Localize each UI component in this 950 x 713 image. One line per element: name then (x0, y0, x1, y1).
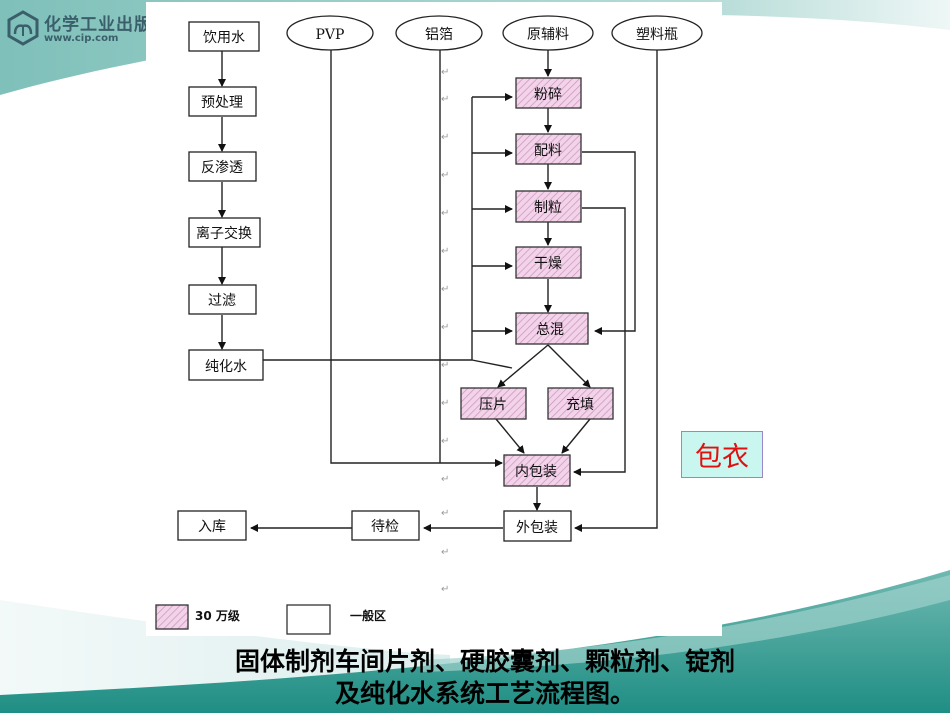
step-tablet-pressing-label: 压片 (479, 397, 507, 413)
source-foil: 铝箔 (395, 15, 483, 51)
paragraph-mark: ↵ (441, 360, 449, 371)
paragraph-mark: ↵ (441, 94, 449, 105)
source-plastic-bottle: 塑料瓶 (611, 15, 703, 51)
step-filtration-label: 过滤 (208, 293, 236, 309)
step-purified-water-label: 纯化水 (205, 359, 247, 375)
step-inspection-pending-label: 待检 (371, 519, 399, 535)
legend-clean-zone-label: 30 万级 (195, 608, 240, 623)
legend-general-zone: 一般区 (286, 604, 386, 635)
step-ion-exchange: 离子交换 (188, 217, 261, 248)
coating-label-box: 包衣 (681, 431, 763, 478)
step-reverse-osmosis-label: 反渗透 (201, 160, 243, 176)
bottom-teal-wave (0, 570, 950, 713)
paragraph-mark: ↵ (441, 67, 449, 78)
step-granulation-label: 制粒 (534, 200, 562, 216)
step-filtration: 过滤 (188, 284, 257, 315)
step-drinking-water-label: 饮用水 (203, 30, 245, 46)
caption-line-2: 及纯化水系统工艺流程图。 (334, 679, 635, 708)
paragraph-marks: ↵ ↵ ↵ ↵ ↵ ↵ ↵ ↵ ↵ ↵ ↵ ↵ ↵ ↵ ↵ (441, 67, 449, 595)
step-crushing: 粉碎 (515, 77, 582, 109)
coating-label: 包衣 (695, 442, 749, 473)
figure-caption: 固体制剂车间片剂、硬胶囊剂、颗粒剂、锭剂 及纯化水系统工艺流程图。 (120, 646, 850, 710)
step-warehousing: 入库 (177, 510, 247, 541)
step-warehousing-label: 入库 (198, 519, 226, 535)
legend: 30 万级 一般区 (155, 604, 386, 635)
step-inner-packaging: 内包装 (503, 454, 571, 487)
step-pretreatment: 预处理 (188, 86, 257, 117)
step-batching-label: 配料 (534, 143, 562, 159)
source-foil-label: 铝箔 (425, 27, 453, 43)
legend-general-zone-label: 一般区 (350, 608, 386, 623)
source-raw-materials: 原辅料 (502, 15, 594, 51)
step-outer-packaging: 外包装 (503, 510, 572, 542)
step-drying-label: 干燥 (534, 256, 562, 272)
paragraph-mark: ↵ (441, 508, 449, 519)
legend-clean-zone: 30 万级 (155, 604, 240, 630)
paragraph-mark: ↵ (441, 208, 449, 219)
step-inspection-pending: 待检 (351, 510, 420, 541)
paragraph-mark: ↵ (441, 170, 449, 181)
bottom-teal-highlight (420, 575, 950, 672)
step-ion-exchange-label: 离子交换 (196, 225, 252, 242)
step-inner-packaging-label: 内包装 (515, 464, 557, 480)
step-capsule-filling: 充填 (547, 387, 614, 420)
step-reverse-osmosis: 反渗透 (188, 151, 257, 182)
source-raw-label: 原辅料 (527, 27, 569, 43)
paragraph-mark: ↵ (441, 547, 449, 558)
step-drying: 干燥 (515, 246, 582, 279)
paragraph-mark: ↵ (441, 246, 449, 257)
publisher-url: www.cip.com (44, 33, 119, 44)
step-outer-packaging-label: 外包装 (516, 520, 558, 536)
step-tablet-pressing: 压片 (460, 387, 527, 420)
caption-line-1: 固体制剂车间片剂、硬胶囊剂、颗粒剂、锭剂 (234, 647, 735, 676)
step-final-blending-label: 总混 (536, 322, 564, 338)
step-final-blending: 总混 (515, 312, 589, 345)
paragraph-mark: ↵ (441, 584, 449, 595)
step-crushing-label: 粉碎 (534, 87, 562, 103)
paragraph-mark: ↵ (441, 436, 449, 447)
step-capsule-filling-label: 充填 (566, 397, 594, 413)
publisher-logo: 化学工业出版 www.cip.com (6, 8, 151, 48)
source-pvp-label: PVP (316, 27, 345, 43)
source-pvp: PVP (286, 15, 374, 51)
step-purified-water: 纯化水 (188, 349, 264, 381)
step-granulation: 制粒 (515, 190, 582, 223)
step-batching: 配料 (515, 133, 582, 165)
step-drinking-water: 饮用水 (188, 21, 260, 52)
paragraph-mark: ↵ (441, 474, 449, 485)
connector-lines (218, 49, 658, 532)
paragraph-mark: ↵ (441, 322, 449, 333)
paragraph-mark: ↵ (441, 284, 449, 295)
paragraph-mark: ↵ (441, 132, 449, 143)
step-pretreatment-label: 预处理 (201, 95, 243, 111)
publisher-name: 化学工业出版 (44, 15, 152, 35)
source-bottle-label: 塑料瓶 (636, 27, 678, 43)
paragraph-mark: ↵ (441, 398, 449, 409)
publisher-logo-icon (7, 10, 39, 46)
